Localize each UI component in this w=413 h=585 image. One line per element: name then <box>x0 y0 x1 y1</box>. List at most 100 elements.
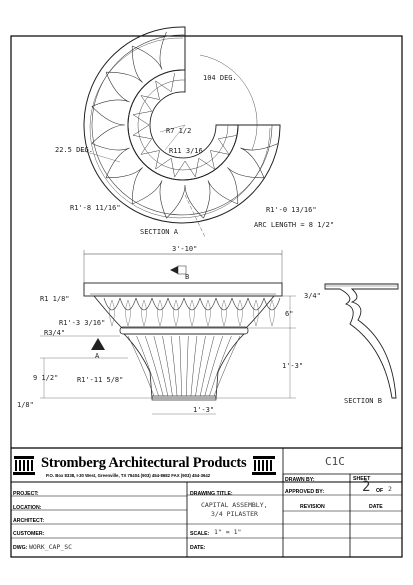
label-section-a: SECTION A <box>140 228 179 236</box>
dwg-label: DWG: <box>13 545 28 551</box>
upper-leaf-tip <box>157 299 163 327</box>
section-a-marker <box>91 338 105 350</box>
plan-inner-leaf <box>210 150 230 170</box>
title-block-grid <box>11 447 402 557</box>
dim-9-1-2: 9 1/2" <box>33 374 58 382</box>
dim-3-4: 3/4" <box>304 292 321 300</box>
flute-line <box>213 335 241 397</box>
plan-outer-leaf <box>91 72 130 107</box>
sheet-total: 2 <box>388 485 392 493</box>
dim-r1-0: R1'-0 13/16" <box>266 206 317 214</box>
flute-line <box>195 335 206 397</box>
upper-leaf <box>151 297 169 311</box>
label-section-b: SECTION B <box>344 397 382 405</box>
plan-inner-leaf <box>174 160 196 178</box>
plan-outer-leaf <box>91 143 130 178</box>
upper-leaf-tip <box>205 299 211 327</box>
plan-section-a-line <box>184 194 206 238</box>
upper-leaf <box>263 297 281 311</box>
plan-inner-ring <box>127 69 239 181</box>
plan-outer-ring <box>83 26 281 224</box>
flute-line <box>186 335 189 397</box>
date-field-label: DATE: <box>190 545 206 551</box>
plan-outer-leaf <box>132 31 167 70</box>
plan-inner-leaf <box>140 80 160 100</box>
plan-outer-leaf <box>91 106 126 144</box>
plan-outer-leaf <box>240 143 279 178</box>
stromberg-logo-right <box>252 456 276 475</box>
stromberg-logo-left <box>13 456 35 475</box>
dim-r1-11: R1'-11 5/8" <box>77 376 123 384</box>
dim-r1-1-8: R1 1/8" <box>40 295 70 303</box>
approved-by-label: APPROVED BY: <box>285 489 325 495</box>
plan-outer-leaf <box>203 180 238 219</box>
upper-leaf <box>199 297 217 311</box>
upper-leaf <box>119 297 137 311</box>
upper-leaf-tip <box>125 299 131 327</box>
upper-leaf <box>103 297 121 311</box>
plan-inner-leaf <box>155 72 175 93</box>
drawing-number: C1C <box>325 455 345 468</box>
project-label: PROJECT: <box>13 491 39 497</box>
location-label: LOCATION: <box>13 505 42 511</box>
dim-104-deg: 104 DEG. <box>203 74 237 82</box>
upper-leaf <box>135 297 153 311</box>
company-address: P.O. Box 8338, I-30 West, Greenville, TX… <box>46 473 211 478</box>
upper-leaf-tip <box>173 299 179 327</box>
dim-1-3-right: 1'-3" <box>282 362 303 370</box>
sheet-label: SHEET <box>353 476 371 482</box>
plan-inner-leaf <box>132 135 153 155</box>
drawn-by-label: DRAWN BY: <box>285 477 315 483</box>
elevation-view: 3'-10" B A R1 1/8" R1'-3 3/16" R3/4" 9 1… <box>17 245 399 415</box>
upper-leaf-tip <box>221 299 227 327</box>
architect-label: ARCHITECT: <box>13 518 45 524</box>
upper-leaf <box>167 297 185 311</box>
plan-dim-arc-104 <box>199 54 258 151</box>
dim-1-8: 1/8" <box>17 401 34 409</box>
upper-leaf-tip <box>141 299 147 327</box>
dim-width: 3'-10" <box>172 245 197 253</box>
upper-leaf-tip <box>269 299 275 327</box>
section-a-marker-label: A <box>95 352 100 360</box>
drawing-title-label: DRAWING TITLE: <box>190 491 233 497</box>
flute-line <box>209 335 232 397</box>
flute-line <box>190 335 198 397</box>
revision-label: REVISION <box>300 504 325 510</box>
flute-line <box>136 335 159 397</box>
plan-outer-leaf <box>132 180 167 219</box>
plan-outer-ring-inner-line <box>91 34 273 216</box>
upper-leaf-tip <box>237 299 243 327</box>
flute-line <box>179 335 182 397</box>
dim-r1-8: R1'-8 11/16" <box>70 204 121 212</box>
capital-flutes <box>127 335 241 397</box>
plan-view: 104 DEG. R7 1/2 R11 3/16 22.5 DEG. R1'-8… <box>55 26 334 238</box>
flute-line <box>204 335 224 397</box>
dim-r1-3-3-16: R1'-3 3/16" <box>59 319 105 327</box>
dim-6: 6" <box>285 310 293 318</box>
plan-inner-leaf <box>155 157 175 178</box>
flute-line <box>153 335 169 397</box>
sheet-of-label: OF <box>376 488 384 494</box>
flute-line <box>199 335 215 397</box>
drawing-title-line2: 3/4 PILASTER <box>211 510 258 518</box>
dim-r11: R11 3/16 <box>169 147 203 155</box>
section-b-marker-box <box>177 265 187 275</box>
flute-line <box>170 335 178 397</box>
upper-leaf <box>183 297 201 311</box>
upper-leaf <box>215 297 233 311</box>
flute-line <box>127 335 155 397</box>
section-b-marker-label: B <box>185 273 189 281</box>
plan-inner-leaf <box>140 150 160 170</box>
upper-leaf-tip <box>253 299 259 327</box>
flute-line <box>144 335 164 397</box>
dim-base-width: 1'-3" <box>193 406 214 414</box>
plan-leader-22 <box>79 149 121 163</box>
dwg-value: WORK_CAP_SC <box>29 543 73 551</box>
flute-line <box>162 335 173 397</box>
plan-dim-arc-outer <box>89 37 271 219</box>
upper-leaf-tip <box>109 299 115 327</box>
scale-label: SCALE: <box>190 531 210 537</box>
plan-inner-leaf <box>132 95 153 115</box>
section-b-profile <box>324 283 399 399</box>
